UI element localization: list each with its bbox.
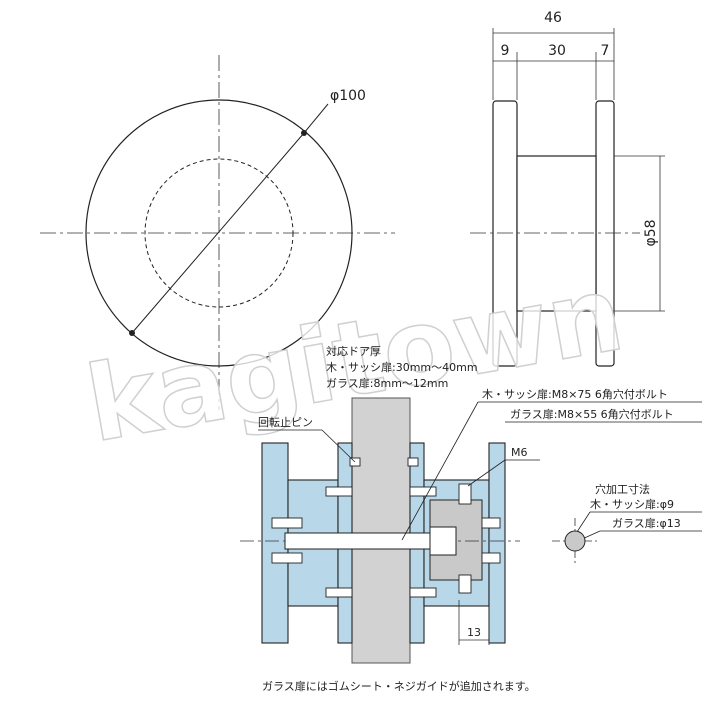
upper-right-pin — [409, 486, 437, 497]
leader-dot-top — [301, 130, 307, 136]
left-outer-flange — [261, 442, 289, 644]
outer-rose-circle — [85, 99, 353, 367]
hole-detail: 穴加工寸法 木・サッシ扉:φ9 ガラス扉:φ13 — [552, 482, 702, 564]
bolt-shaft — [284, 532, 441, 550]
lower-left-screw — [271, 552, 303, 564]
m6-screw — [458, 483, 472, 505]
door-thickness-title: 対応ドア厚 — [326, 344, 381, 358]
m6-leader — [467, 459, 506, 487]
dim-shaft-diameter: φ58 — [643, 219, 659, 246]
hole-title: 穴加工寸法 — [595, 482, 650, 496]
door-section — [351, 397, 411, 664]
leader-dot-bottom — [129, 330, 135, 336]
hole-wood: 木・サッシ扉:φ9 — [590, 498, 674, 511]
bolt-head — [429, 526, 457, 556]
dim-overall-width: 46 — [544, 10, 562, 26]
bolt-wood-label: 木・サッシ扉:M8×75 6角穴付ボルト — [482, 387, 668, 401]
hole-circle — [564, 530, 586, 552]
inner-hidden-circle — [144, 158, 294, 308]
rotation-pin-right — [407, 457, 419, 467]
door-thickness-glass: ガラス扉:8mm〜12mm — [326, 377, 448, 390]
rotation-pin-label: 回転止ピン — [258, 416, 313, 429]
bolt-leader — [401, 401, 479, 541]
diameter-leader — [131, 132, 305, 334]
dim-segment-right: 7 — [601, 43, 610, 59]
upper-left-screw — [271, 517, 303, 529]
bottom-screw — [458, 574, 472, 594]
diameter-label: φ100 — [330, 88, 366, 104]
bolt-glass-label: ガラス扉:M8×55 6角穴付ボルト — [510, 407, 674, 421]
diameter-leader-extension — [303, 103, 329, 134]
upper-right-screw — [481, 517, 501, 529]
side-view: 46 9 30 7 φ58 — [470, 10, 665, 367]
m6-label: M6 — [511, 446, 528, 459]
lower-right-pin — [409, 587, 437, 598]
footnote: ガラス扉にはゴムシート・ネジガイドが追加されます。 — [262, 679, 536, 693]
front-view: φ100 — [40, 55, 395, 410]
lower-right-screw — [481, 552, 501, 564]
rotation-pin-leader — [321, 429, 356, 463]
cross-section: 13 — [240, 397, 520, 664]
dim-13-label: 13 — [467, 626, 481, 639]
center-shaft — [516, 155, 597, 312]
dim-segment-left: 9 — [501, 43, 510, 59]
hole-glass: ガラス扉:φ13 — [612, 517, 681, 530]
lower-left-pin — [325, 587, 353, 598]
dim-segment-middle: 30 — [548, 43, 566, 59]
right-outer-flange — [488, 442, 506, 644]
upper-left-pin — [325, 486, 353, 497]
door-thickness-wood: 木・サッシ扉:30mm〜40mm — [326, 361, 478, 374]
